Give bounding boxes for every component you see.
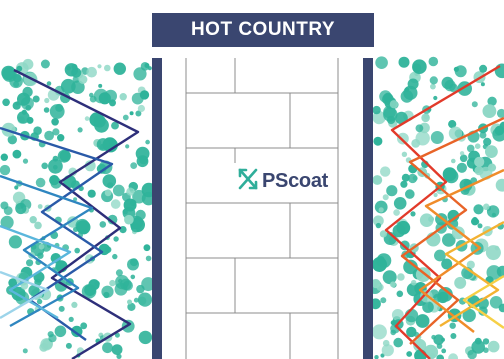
left-coating-bar (152, 58, 162, 359)
title-banner: HOT COUNTRY (152, 13, 374, 47)
heat-ray (0, 176, 92, 326)
heat-ray (420, 170, 504, 332)
ps-arrows-icon (237, 167, 259, 196)
right-coating-bar (363, 58, 373, 359)
heat-ray (440, 222, 504, 326)
heat-ray (14, 70, 138, 359)
logo-text: PScoat (262, 170, 328, 193)
heat-ray (0, 272, 48, 318)
pscoat-logo: PScoat (237, 163, 339, 199)
heat-ray (464, 276, 504, 328)
page-title: HOT COUNTRY (191, 19, 335, 41)
